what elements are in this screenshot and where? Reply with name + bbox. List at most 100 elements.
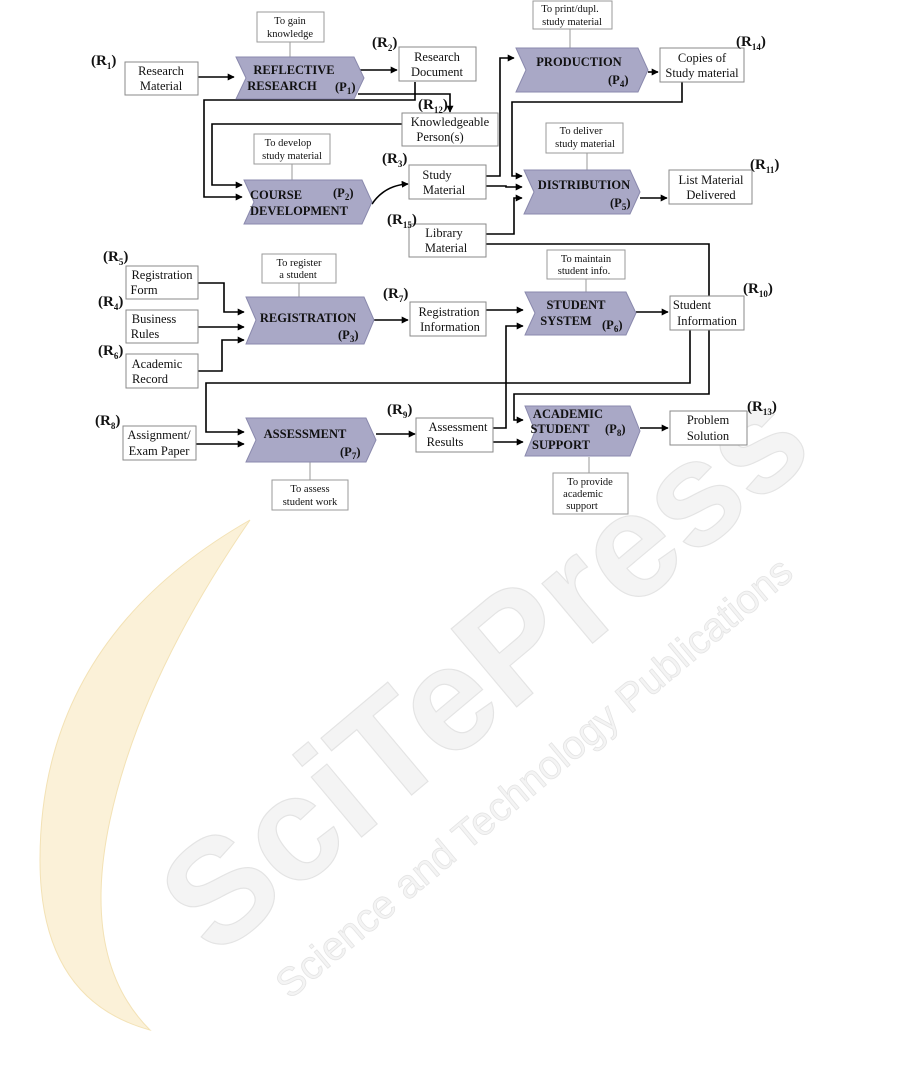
resource-library-material[interactable]: Library Material <box>408 223 487 258</box>
resource-registration-information[interactable]: Registration Information <box>409 301 487 337</box>
process-academic-student-support[interactable]: ACADEMIC STUDENT SUPPORT (P8) <box>524 405 641 457</box>
resource-line: Document <box>411 65 464 79</box>
resource-line: Copies of <box>678 51 727 65</box>
process-code: (P4) <box>608 73 628 89</box>
resource-line: Delivered <box>686 188 736 202</box>
process-title-line: ACADEMIC <box>533 407 603 421</box>
resource-copies-of-study-material[interactable]: Copies of Study material <box>659 47 745 83</box>
process-title-line: RESEARCH <box>247 79 317 93</box>
label-r9: (R9) <box>387 402 412 420</box>
resources: Research Material Research Document Know… <box>122 46 753 461</box>
process-code: (P3) <box>338 328 358 344</box>
arrow-r10-p7-loop <box>205 330 691 436</box>
processes: REFLECTIVE RESEARCH (P1) COURSE DEVELOPM… <box>235 47 649 463</box>
resource-knowledgeable-persons[interactable]: Knowledgeable Person(s) <box>401 112 499 147</box>
process-code: (P8) <box>605 422 625 438</box>
resource-list-material-delivered[interactable]: List Material Delivered <box>668 169 753 205</box>
resource-assessment-results[interactable]: Assessment Results <box>415 417 494 453</box>
goal-line: To develop <box>265 138 312 149</box>
resource-student-information[interactable]: Student Information <box>669 295 745 331</box>
process-title-line: SUPPORT <box>532 438 591 452</box>
resource-line: Assignment/ <box>127 428 191 442</box>
goal-line: To maintain <box>561 254 612 265</box>
goal-provide-academic-support: To provide academic support <box>552 472 629 515</box>
resource-line: Information <box>677 314 737 328</box>
resource-line: Form <box>130 283 157 297</box>
process-title-line: DISTRIBUTION <box>538 178 630 192</box>
process-registration[interactable]: REGISTRATION (P3) <box>245 296 375 345</box>
arrow-r3-p5 <box>486 183 523 191</box>
resource-line: Person(s) <box>416 130 463 144</box>
process-code: (P2) <box>333 186 353 202</box>
resource-academic-record[interactable]: Academic Record <box>125 353 199 389</box>
process-title-line: PRODUCTION <box>536 55 621 69</box>
goal-line: study material <box>542 17 602 28</box>
resource-line: Solution <box>687 429 730 443</box>
resource-line: Exam Paper <box>129 444 191 458</box>
process-reflective-research[interactable]: REFLECTIVE RESEARCH (P1) <box>235 56 365 100</box>
goal-line: support <box>566 501 598 512</box>
goal-assess-student-work: To assess student work <box>271 479 349 511</box>
arrow-r12-p2 <box>211 123 402 189</box>
process-course-development[interactable]: COURSE DEVELOPMENT (P2) <box>243 179 373 225</box>
resource-line: Material <box>423 183 466 197</box>
resource-line: Registration <box>131 268 193 282</box>
process-distribution[interactable]: DISTRIBUTION (P5) <box>523 169 641 215</box>
resource-assignment-exam-paper[interactable]: Assignment/ Exam Paper <box>122 425 197 461</box>
resource-line: Problem <box>687 413 730 427</box>
label-r8: (R8) <box>95 413 120 431</box>
label-r3: (R3) <box>382 151 407 169</box>
goal-line: study material <box>555 139 615 150</box>
goal-line: To deliver <box>560 126 603 137</box>
goal-line: a student <box>279 270 317 281</box>
goal-line: To assess <box>290 484 329 495</box>
resource-research-document[interactable]: Research Document <box>398 46 477 82</box>
goal-line: student work <box>283 497 338 508</box>
goal-line: knowledge <box>267 29 313 40</box>
goal-gain-knowledge: To gain knowledge <box>256 11 325 43</box>
resource-line: Assessment <box>428 420 488 434</box>
resource-line: Record <box>132 372 169 386</box>
resource-line: Business <box>132 312 177 326</box>
process-title-line: REFLECTIVE <box>253 63 334 77</box>
resource-line: Rules <box>131 327 160 341</box>
resource-business-rules[interactable]: Business Rules <box>125 309 199 344</box>
label-r4: (R4) <box>98 294 123 312</box>
arrow-r5-p3 <box>198 282 245 316</box>
resource-line: Information <box>420 320 480 334</box>
label-r1: (R1) <box>91 53 116 71</box>
process-code: (P7) <box>340 445 360 461</box>
watermark-logo-swoosh <box>39 519 251 1031</box>
goal-line: To gain <box>274 16 306 27</box>
label-r15: (R15) <box>387 212 417 230</box>
process-assessment[interactable]: ASSESSMENT (P7) <box>245 417 377 463</box>
process-title-line: COURSE <box>250 188 302 202</box>
goal-develop-study-material: To develop study material <box>253 133 331 165</box>
arrow-r15-p5 <box>486 194 523 235</box>
goal-line: academic <box>563 489 603 500</box>
goal-line: student info. <box>558 266 611 277</box>
process-title-line: DEVELOPMENT <box>250 204 349 218</box>
resource-problem-solution[interactable]: Problem Solution <box>669 410 748 446</box>
arrow-r15-p8-loop <box>486 243 710 424</box>
arrow-p2-r3 <box>371 180 409 205</box>
resource-line: Study <box>422 168 452 182</box>
resource-research-material[interactable]: Research Material <box>124 61 199 96</box>
resource-line: Research <box>414 50 461 64</box>
goal-deliver-study-material: To deliver study material <box>545 122 624 154</box>
resource-registration-form[interactable]: Registration Form <box>125 265 199 300</box>
process-student-system[interactable]: STUDENT SYSTEM (P6) <box>524 291 637 336</box>
process-title-line: ASSESSMENT <box>264 427 347 441</box>
process-title-line: REGISTRATION <box>260 311 356 325</box>
arrow-r6-p3 <box>198 336 245 372</box>
arrow-r14-p5 <box>511 82 683 180</box>
resource-line: Library <box>425 226 463 240</box>
process-title-line: SYSTEM <box>540 314 592 328</box>
resource-line: Student <box>673 298 712 312</box>
process-title-line: STUDENT <box>546 298 606 312</box>
process-production[interactable]: PRODUCTION (P4) <box>515 47 649 93</box>
resource-line: Study material <box>665 66 739 80</box>
goal-line: To print/dupl. <box>541 4 599 15</box>
resource-study-material[interactable]: Study Material <box>408 164 487 200</box>
